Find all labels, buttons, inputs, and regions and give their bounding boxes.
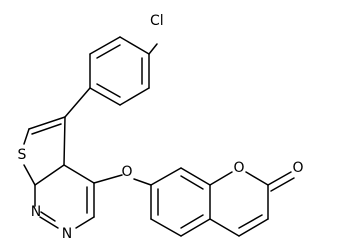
pyrimidine-n3-label: N	[62, 226, 72, 242]
bond-ar-inner-3	[96, 83, 121, 98]
bond-pr-1	[209, 171, 233, 186]
bond-py-4	[39, 216, 59, 229]
bond-ar-2	[119, 36, 150, 55]
bond-th-1	[28, 116, 66, 130]
thiophene-sulfur-label: S	[18, 147, 27, 163]
bond-th-4	[34, 164, 65, 186]
bond-cb-1	[150, 167, 182, 186]
bond-c-o-ether	[93, 174, 123, 184]
coumarin-benzo-ring	[150, 167, 211, 237]
bond-ar-inner-1	[96, 44, 121, 59]
bond-c-cl	[148, 43, 158, 55]
pyrimidine-ring	[34, 164, 95, 229]
bond-th-5	[63, 116, 66, 166]
bond-o-coumarin	[133, 178, 152, 186]
bond-carbonyl-a	[267, 171, 292, 186]
ether-oxygen-label: O	[121, 164, 132, 180]
bond-aryl-thiophene	[64, 87, 91, 118]
bond-cb-inner-2	[180, 214, 204, 229]
bond-cb-5	[150, 218, 182, 237]
bond-ar-1	[89, 36, 121, 55]
bond-th-inner-1	[31, 123, 62, 135]
carbonyl-oxygen-label: O	[292, 160, 303, 176]
chlorine-label: Cl	[150, 13, 164, 29]
bond-py-1	[63, 164, 95, 184]
lactone-ring-oxygen-label: O	[233, 160, 244, 176]
bond-pr-inner-4	[238, 214, 263, 229]
bond-ar-4	[119, 87, 150, 106]
bond-cb-2	[180, 167, 211, 186]
bond-pr-4	[238, 218, 269, 237]
bond-ar-5	[89, 87, 121, 106]
bond-pr-5	[209, 218, 240, 237]
bond-th-2	[23, 128, 30, 145]
chlorophenyl-ring	[89, 36, 150, 106]
bond-py-inner-4	[40, 211, 56, 222]
thiophene-ring	[23, 116, 66, 186]
pyrimidine-n1-label: N	[31, 204, 41, 220]
bond-py-3	[75, 216, 95, 229]
bond-th-3	[23, 164, 36, 186]
bond-carbonyl-b	[270, 177, 295, 192]
bond-pr-2	[245, 171, 269, 186]
bond-cb-4	[180, 218, 211, 237]
bond-cb-inner-1	[180, 175, 204, 190]
coumarin-pyranone-ring	[209, 171, 269, 237]
